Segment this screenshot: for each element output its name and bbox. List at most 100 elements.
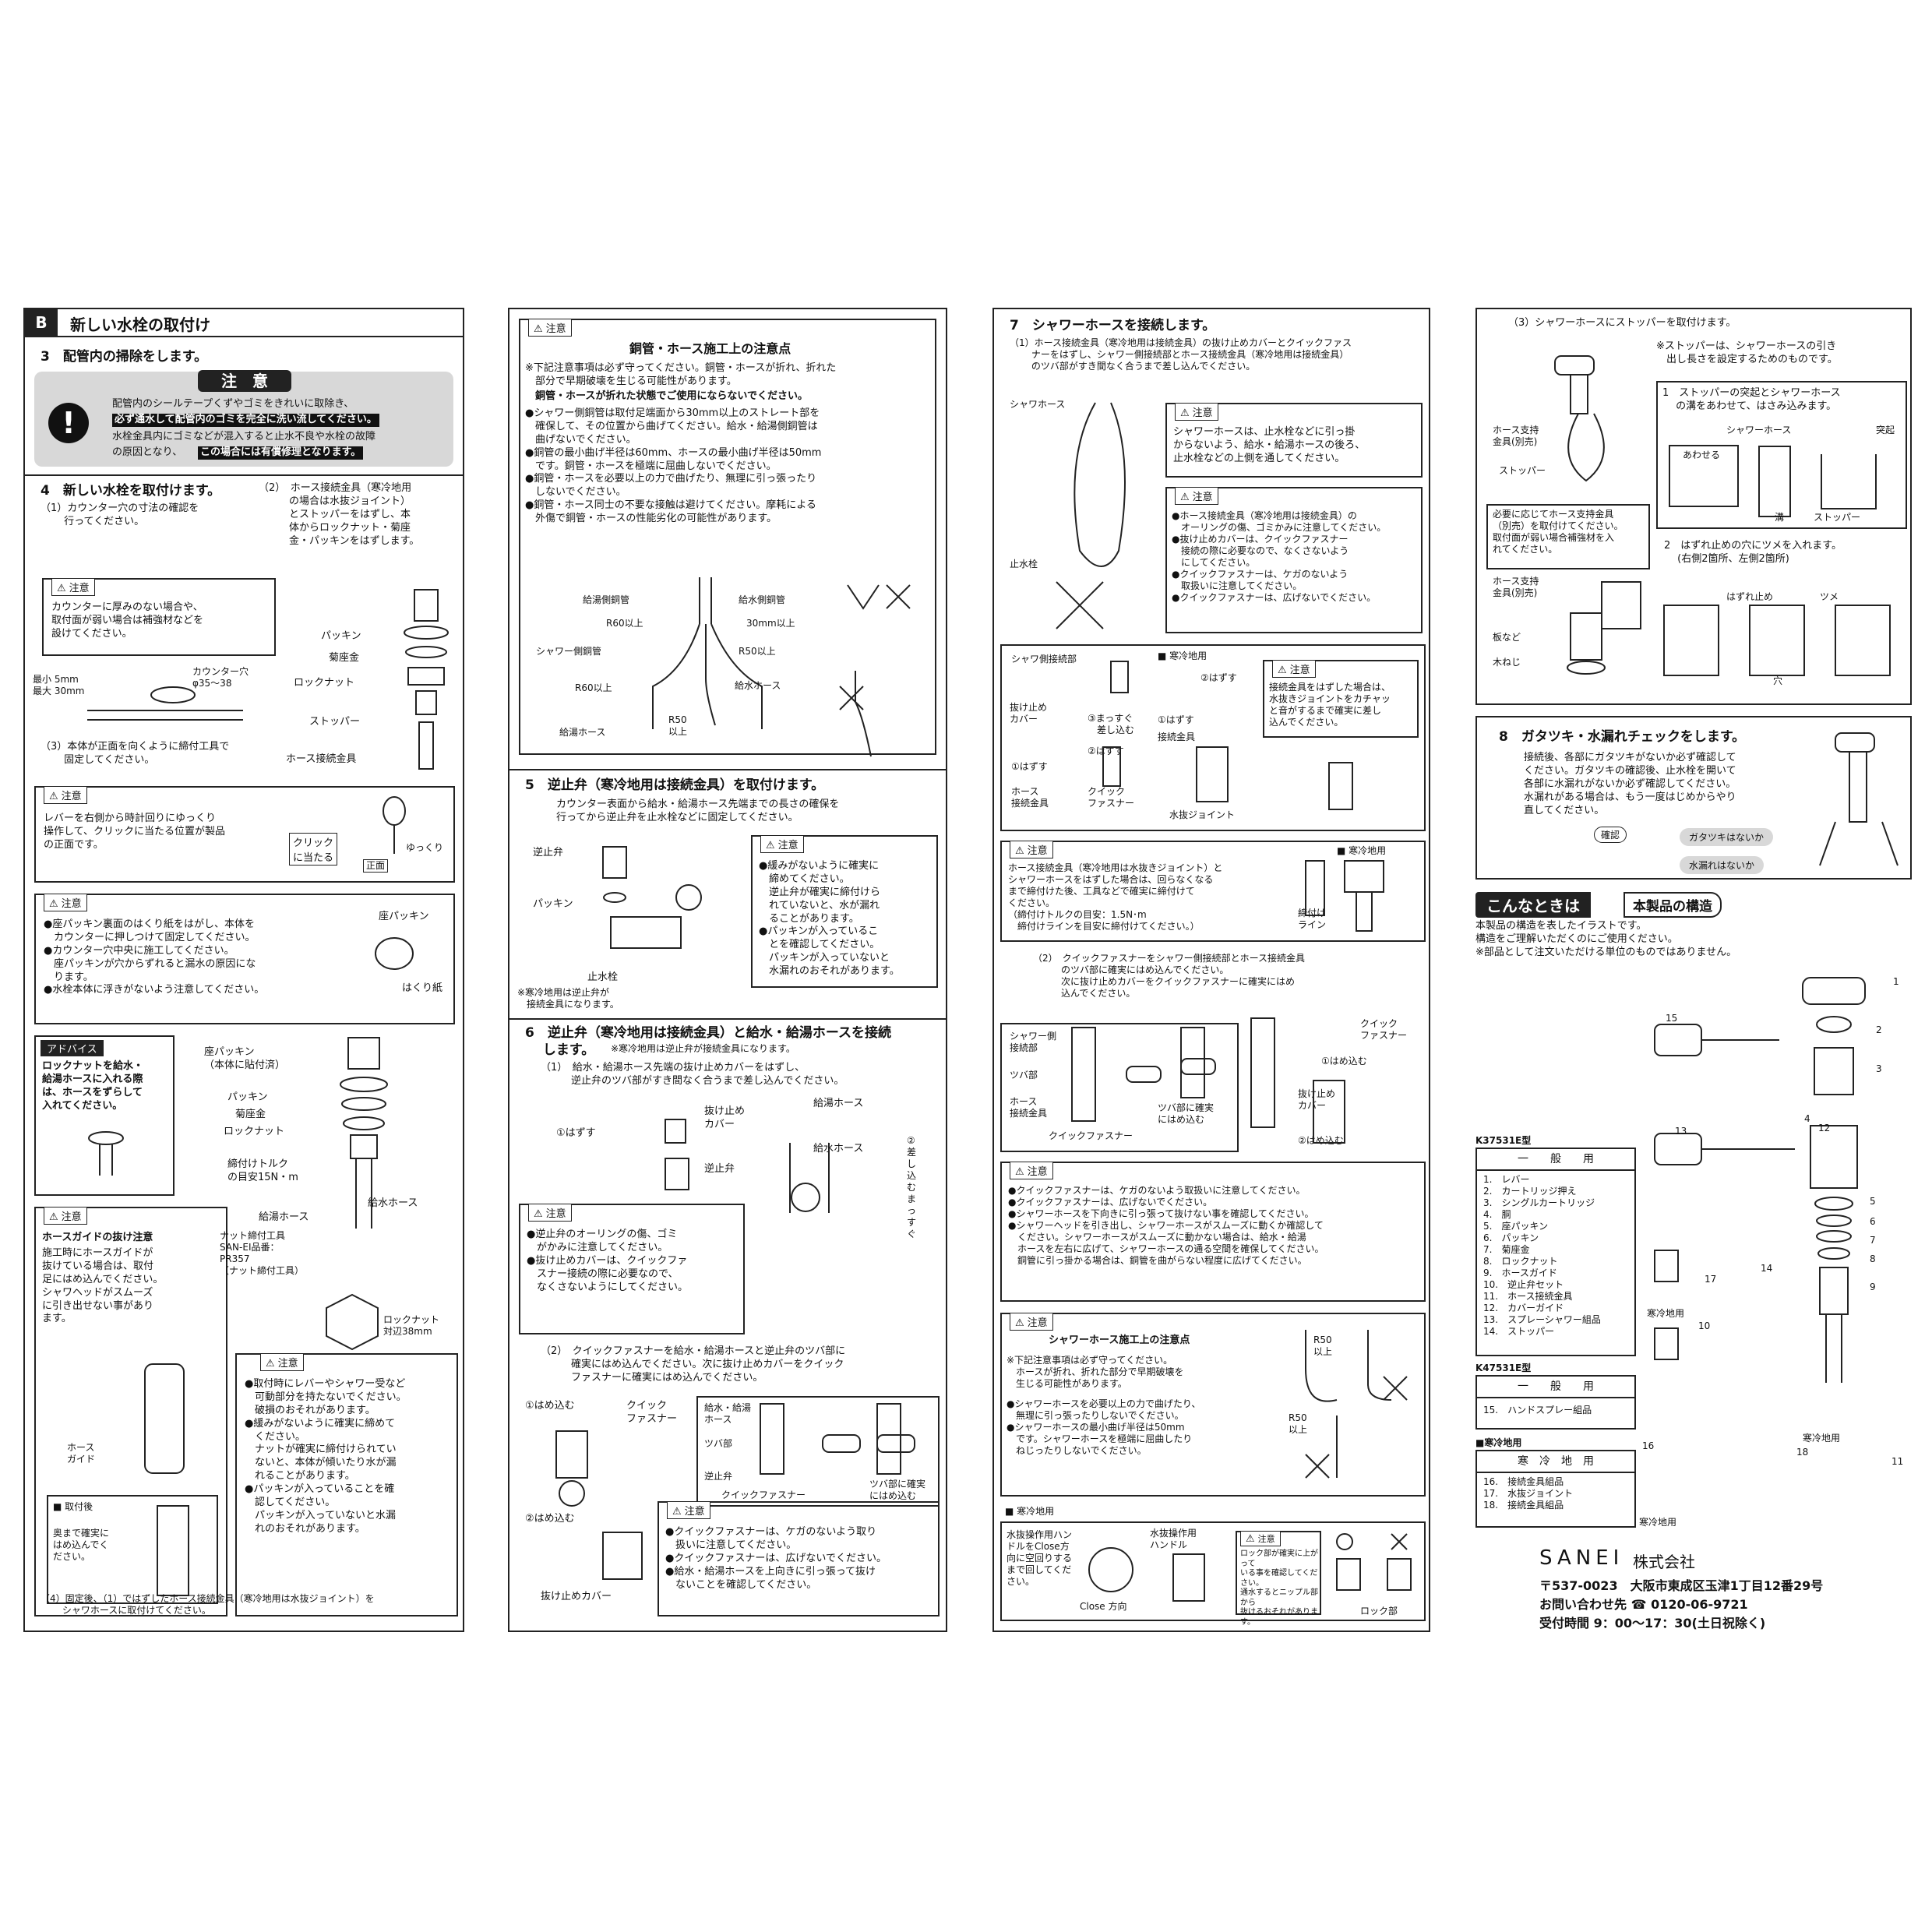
label-quick-fastener-3: クイック ファスナー — [1360, 1018, 1408, 1041]
wrong-bend-illustration — [839, 584, 911, 757]
callout-3: 3 — [1876, 1063, 1882, 1074]
label-shower-hose: シャワホース — [1010, 399, 1066, 410]
note-label: ⚠注意 — [1240, 1531, 1281, 1546]
note-1-text: カウンターに厚みのない場合や、 取付面が弱い場合は補強材などを 設けてください。 — [51, 601, 204, 640]
note-b-box: ⚠注意 ●ホース接続金具（寒冷地用は接続金具）の オーリングの傷、ゴミかみに注意… — [1165, 487, 1423, 633]
label-shower-hose: シャワーホース — [1726, 425, 1792, 435]
note-label: ⚠注意 — [1272, 660, 1316, 678]
note-label: ⚠注意 — [760, 835, 804, 853]
pipe-list: ●シャワー側銅管は取付足端面から30mm以上のストレート部を 確保して、その位置… — [525, 407, 822, 525]
callout-1: 1 — [1893, 976, 1899, 987]
cold-note-box: ⚠注意 ロック部が確実に上がって いる事を確認してください。 通水するとニップル… — [1236, 1531, 1321, 1627]
label-r60-b: R60以上 — [575, 682, 612, 693]
quick-fastener-illustration — [555, 1430, 588, 1507]
callout-5: 5 — [1870, 1196, 1876, 1207]
label-cold-hose: 給水ホース — [735, 680, 781, 691]
parts-list-3: 16. 接続金具組品 17. 水抜ジョイント 18. 接続金具組品 — [1483, 1476, 1574, 1511]
dimension-hole: カウンター穴 φ35～38 — [192, 666, 249, 689]
caution-line-4b: この場合には有償修理となります。 — [198, 446, 364, 460]
pipe-intro: ※下記注意事項は必ず守ってください。銅管・ホースが折れ、折れた 部分で早期破壊を… — [525, 362, 837, 387]
step-7-1: （1）ホース接続金具（寒冷地用は接続金具）の抜け止めカバーとクイックファス ナー… — [1010, 337, 1352, 372]
label-lock: ロック部 — [1360, 1606, 1398, 1616]
advice-box: アドバイス ロックナットを給水・ 給湯ホースに入れる際 は、ホースをずらして 入… — [34, 1035, 175, 1196]
support-note-box: 必要に応じてホース支持金具 （別売）を取付けてください。 取付面が弱い場合補強材… — [1486, 504, 1650, 569]
label-cold-hose: 給水ホース — [368, 1197, 418, 1209]
step-4: 4 新しい水栓を取付けます。 — [41, 483, 221, 499]
tsuba-box: 給水・給湯 ホース ツバ部 逆止弁 クイックファスナー ツバ部に確実 にはめ込む — [696, 1396, 940, 1507]
callout-6: 6 — [1870, 1216, 1876, 1227]
label-cover-2: 抜け止めカバー — [541, 1591, 612, 1602]
note-label: ⚠注意 — [1175, 403, 1218, 421]
note-label: ⚠注意 — [51, 578, 95, 596]
label-remove-1a: ①はずす — [1158, 714, 1194, 725]
label-cover-3: 抜け止め カバー — [1298, 1088, 1336, 1111]
section-title: 新しい水栓の取付け — [70, 316, 210, 334]
hose-support-illustration — [1567, 581, 1641, 675]
step-6-1: （1） 給水・給湯ホース先端の抜け止めカバーをはずし、 逆止弁のツバ部がすき間な… — [541, 1062, 844, 1087]
label-protrusion: 突起 — [1876, 425, 1895, 435]
label-cold-region-2: ■ 寒冷地用 — [1337, 845, 1387, 856]
model-2: K47531E型 — [1475, 1363, 1532, 1373]
label-stop-valve: 止水栓 — [1010, 559, 1038, 569]
column-2: ⚠注意 銅管・ホース施工上の注意点 ※下記注意事項は必ず守ってください。銅管・ホ… — [508, 308, 947, 1632]
section-header: B 新しい水栓の取付け — [25, 309, 463, 337]
callout-2: 2 — [1876, 1024, 1882, 1035]
label-stop-valve: 止水栓 — [587, 971, 619, 983]
note-box-4: ⚠注意 ホースガイドの抜け注意 施工時にホースガイドが 抜けている場合は、取付 … — [34, 1207, 227, 1616]
advice-label: アドバイス — [41, 1040, 104, 1056]
note-2-text: レバーを右側から時計回りにゆっくり 操作して、クリックに当たる位置が製品 の正面… — [44, 813, 225, 851]
warning-icon: ⚠ — [49, 791, 58, 802]
label-check-valve: 逆止弁 — [533, 847, 564, 858]
warning-icon: ⚠ — [1015, 1317, 1024, 1329]
warning-icon: ⚠ — [1278, 665, 1287, 676]
label-release-paper: はくり紙 — [402, 982, 443, 994]
note-d-box: ⚠注意 ホース接続金具（寒冷地用は水抜きジョイント）と シャワーホースをはずした… — [1000, 841, 1426, 942]
label-stopper-2: ストッパー — [1814, 512, 1861, 523]
step-7-2: （2） クイックファスナーをシャワー側接続部とホース接続金具 のツバ部に確実には… — [1033, 953, 1306, 999]
tool-label: ナット締付工具 SAN-EI品番： PR357 （ナット締付工具） — [220, 1230, 305, 1276]
section-letter: B — [25, 309, 58, 336]
stopper-section: （3）シャワーホースにストッパーを取付けます。 ※ストッパーは、シャワーホースの… — [1475, 308, 1912, 705]
label-hose-connector: ホース接続金具 — [286, 753, 357, 765]
label-fit-1: ①はめ込む — [525, 1400, 575, 1412]
warning-icon: ⚠ — [672, 1506, 682, 1518]
note-label: ⚠注意 — [260, 1353, 304, 1371]
callout-17: 17 — [1705, 1274, 1717, 1285]
label-tsuba: ツバ部 — [704, 1438, 733, 1449]
caution-panel: 注 意 ! 配管内のシールテープくずやゴミをきれいに取除き、 必ず通水して配管内… — [34, 370, 453, 467]
cold-region-box: 水抜操作用ハン ドルをClose方 向に空回りする まで回してくだ さい。 水抜… — [1000, 1521, 1426, 1627]
hose-connector-diagram: シャワ側接続部 ■ 寒冷地用 ②はずす 抜け止め カバー ③まっすぐ 差し込む … — [1000, 644, 1426, 831]
front-label: 正面 — [363, 859, 389, 873]
structure-title-b: 本製品の構造 — [1624, 892, 1722, 918]
label-hose-connector: ホース 接続金具 — [1011, 786, 1049, 809]
cold-tag-1: 寒冷地用 — [1647, 1308, 1685, 1319]
note-b-text: ●ホース接続金具（寒冷地用は接続金具）の オーリングの傷、ゴミかみに注意してくだ… — [1172, 510, 1387, 603]
label-hole: 穴 — [1773, 675, 1783, 686]
step-5-note: ●緩みがないように確実に 締めてください。 逆止弁が確実に締付けら れていないと… — [759, 860, 900, 978]
pipe-note-box: ⚠注意 銅管・ホース施工上の注意点 ※下記注意事項は必ず守ってください。銅管・ホ… — [519, 319, 936, 757]
check-bubble: 確認 — [1594, 827, 1627, 843]
note-label: ⚠注意 — [44, 894, 87, 911]
callout-18: 18 — [1796, 1447, 1809, 1458]
company-suffix: 株式会社 — [1633, 1553, 1695, 1571]
label-quick-fastener: クイック ファスナー — [626, 1400, 678, 1425]
label-shower-pipe: シャワー側銅管 — [536, 646, 602, 657]
warning-icon: ⚠ — [57, 583, 66, 594]
note-a-text: シャワーホースは、止水栓などに引っ掛 からないよう、給水・給湯ホースの後ろ、 止… — [1173, 426, 1366, 464]
model-1: K37531E型 — [1475, 1135, 1532, 1146]
connector-parts-illustration — [1102, 661, 1353, 810]
divider — [509, 769, 946, 770]
note-label: ⚠注意 — [528, 1204, 572, 1222]
hose-connect-illustration — [665, 1119, 830, 1213]
callout-15: 15 — [1666, 1013, 1678, 1024]
label-locknut-2: ロックナット — [224, 1126, 285, 1137]
label-fit-2: ②はめ込む — [525, 1513, 575, 1525]
stopper-clip-illustration — [1758, 446, 1877, 517]
step-6-note: ●逆止弁のオーリングの傷、ゴミ がかみに注意してください。 ●抜け止めカバーは、… — [527, 1229, 688, 1293]
faucet-check-illustration — [1819, 732, 1899, 866]
faucet-stopper-illustration — [1554, 355, 1605, 482]
label-tsuba-fit: ツバ部に確実 にはめ込む — [869, 1479, 926, 1501]
label-align: あわせる — [1683, 450, 1721, 460]
cold-note-text: ロック部が確実に上がって いる事を確認してください。 通水するとニップル部から … — [1240, 1549, 1318, 1627]
hose-guide-illustration — [144, 1363, 185, 1474]
